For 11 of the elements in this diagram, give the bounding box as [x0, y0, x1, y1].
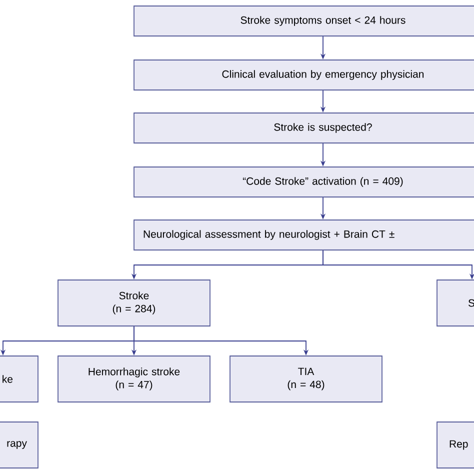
process-box: Hemorrhagic stroke (n = 47) — [58, 356, 210, 402]
process-box: “Code Stroke” activation (n = 409) — [134, 166, 474, 198]
process-box: Rep — [436, 422, 474, 468]
process-box: rapy — [0, 422, 38, 468]
process-box: Stroke (n = 284) — [58, 280, 210, 326]
process-box: Stroke symptoms onset < 24 hours — [134, 6, 474, 36]
process-box: Clinical evaluation by emergency physician — [134, 60, 474, 90]
process-box: Stroke is suspected? — [134, 112, 474, 144]
process-box: ke — [0, 356, 38, 402]
process-box: Neurological assessment by neurologist + Brain CT ± — [134, 220, 474, 250]
process-box: TIA (n = 48) — [230, 356, 382, 402]
